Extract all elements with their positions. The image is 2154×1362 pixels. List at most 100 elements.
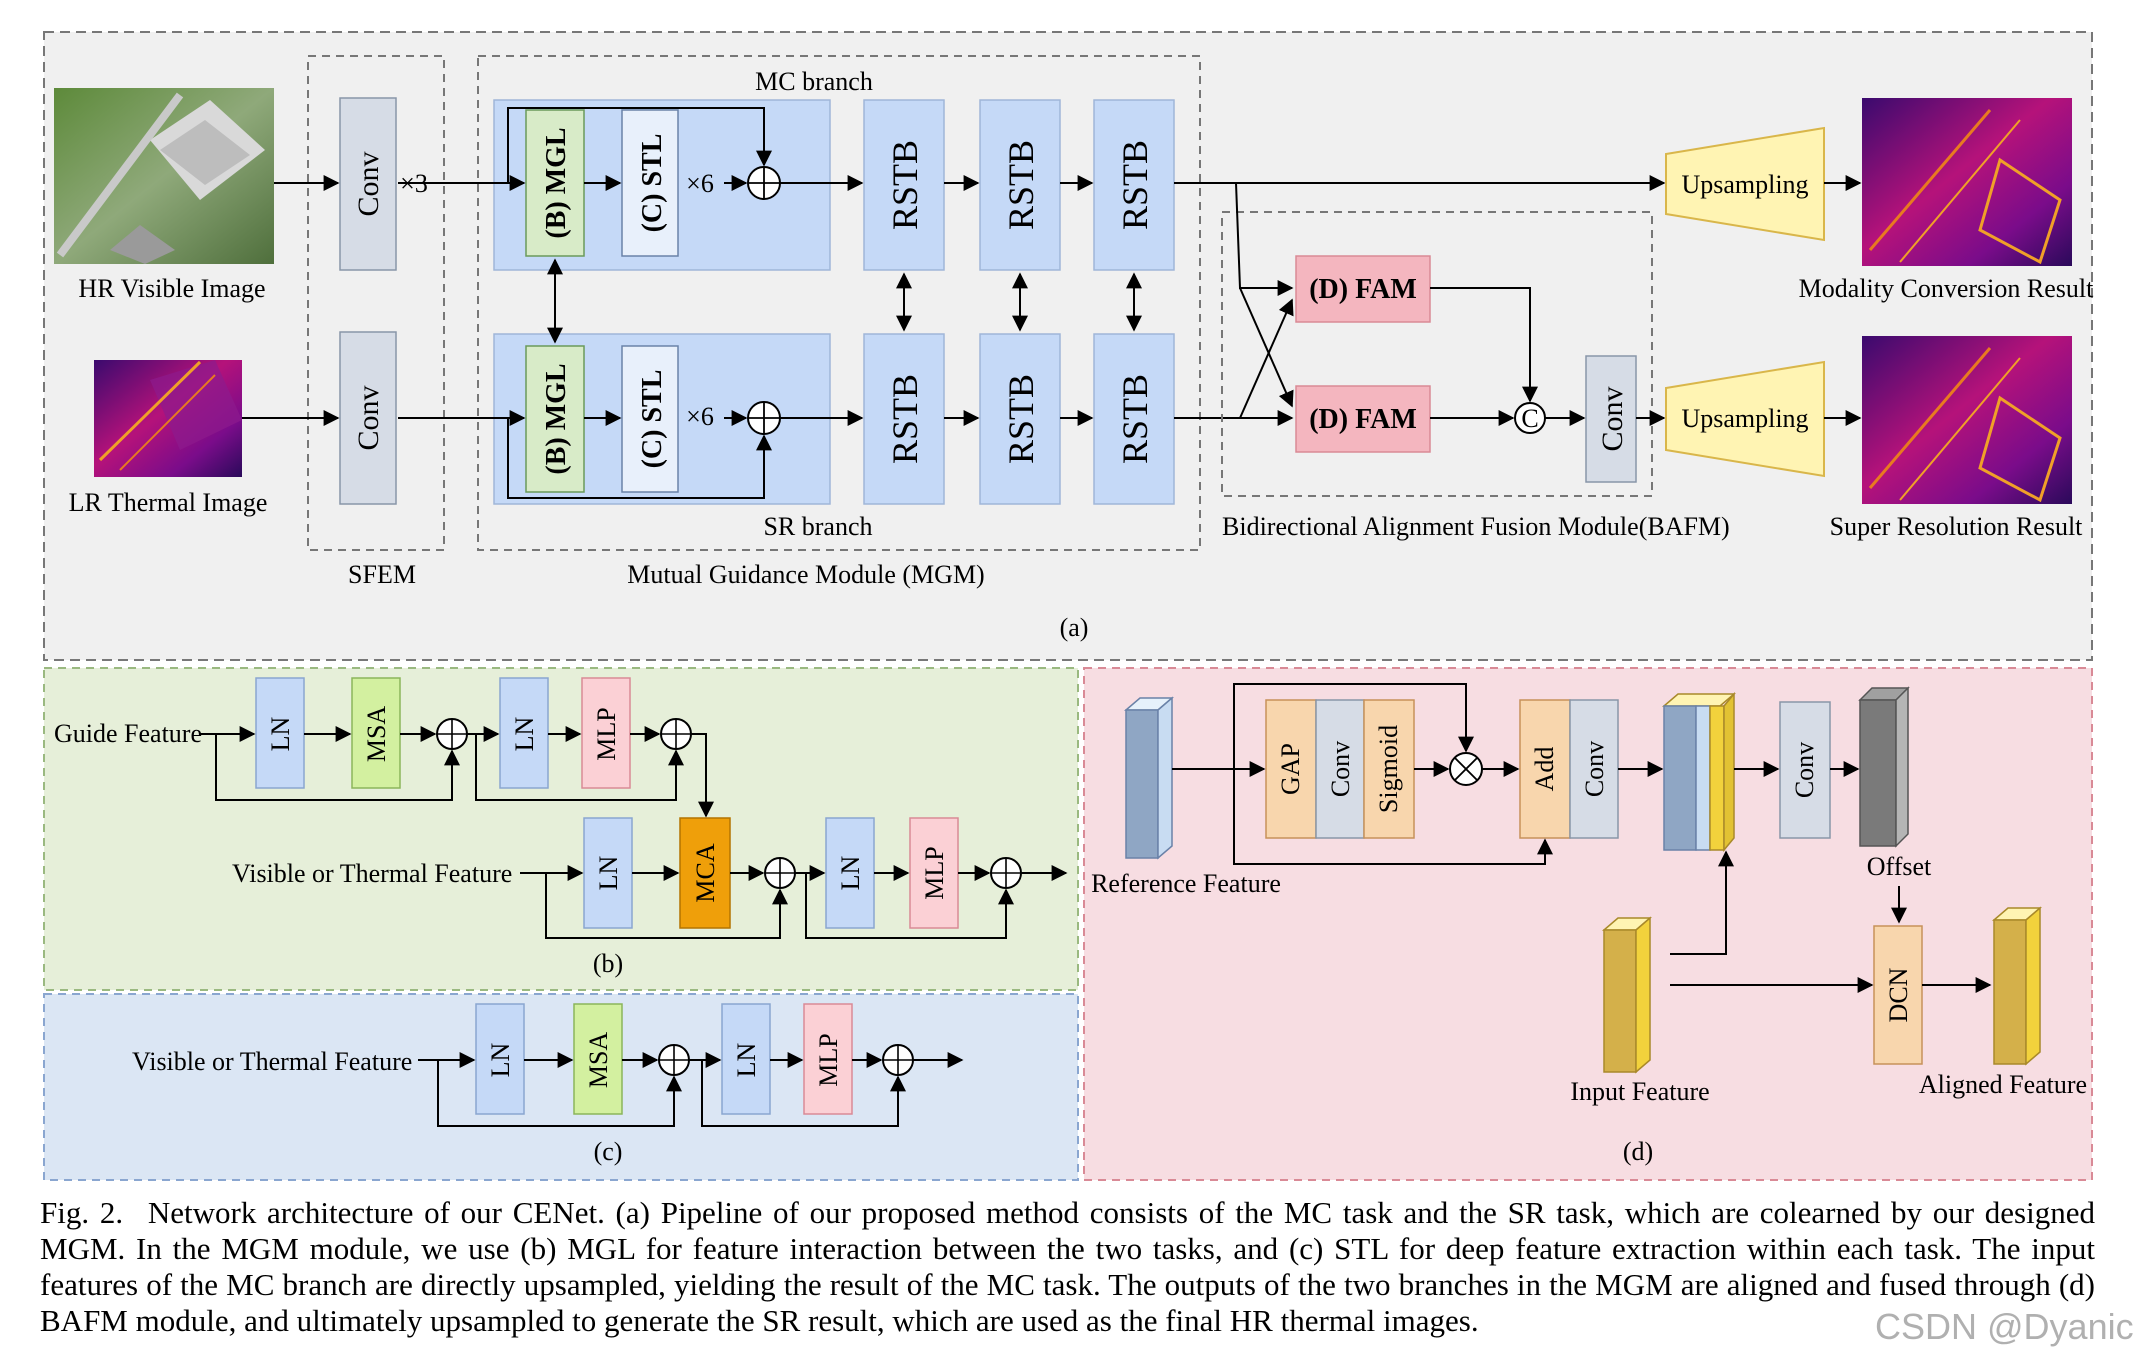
rstb-mc-3-label: RSTB [1115, 140, 1155, 230]
c-ln-2-label: LN [732, 1042, 761, 1077]
d-dcn-label: DCN [1884, 967, 1913, 1022]
c-msa-label: MSA [584, 1032, 613, 1089]
rstb-sr-3-label: RSTB [1115, 374, 1155, 464]
sfem-conv-top [339, 97, 397, 271]
panel-a: HR Visible Image LR Thermal Image Conv C… [43, 31, 2094, 661]
panel-b-label: (b) [593, 949, 623, 978]
fam-top-label: (D) FAM [1309, 274, 1417, 305]
panel-d: Reference Feature GAP Conv Sigmoid Add C… [1083, 667, 2093, 1181]
sr-stl-label: (C) STL [637, 370, 668, 469]
rstb-sr-2 [979, 333, 1061, 505]
b-ln-1-label: LN [266, 716, 295, 751]
bafm-label: Bidirectional Alignment Fusion Module(BA… [1222, 512, 1730, 541]
concat-label: C [1521, 404, 1538, 433]
sfem-conv-bottom [339, 331, 397, 505]
rstb-column-2: RSTB RSTB [979, 99, 1061, 505]
d-add-label: Add [1530, 747, 1559, 792]
d-conv-3-label: Conv [1790, 742, 1819, 798]
b-msa-label: MSA [362, 706, 391, 763]
offset-block [1858, 686, 1910, 848]
rstb-mc-3 [1093, 99, 1175, 271]
bafm-box [1221, 211, 1653, 497]
input-feature-label: Input Feature [1570, 1077, 1709, 1106]
mc-branch-label: MC branch [755, 67, 873, 96]
concatenated-feature-block [1661, 691, 1737, 853]
b-msa [351, 677, 401, 789]
c-ln-1 [475, 1003, 525, 1115]
c-visible-thermal-label: Visible or Thermal Feature [132, 1047, 412, 1076]
sr-times6-label: ×6 [686, 402, 714, 431]
rstb-column-3: RSTB RSTB [1093, 99, 1175, 505]
panel-b-background [43, 667, 1079, 991]
c-mlp-label: MLP [814, 1033, 843, 1086]
mgm-box [477, 55, 1201, 551]
sr-mgl-block [525, 345, 585, 493]
mc-mgl-block [525, 109, 585, 257]
c-ln-2 [721, 1003, 771, 1115]
sfem-conv-bottom-label: Conv [352, 385, 385, 450]
d-conv-2-label: Conv [1580, 741, 1609, 797]
fam-top [1295, 255, 1431, 323]
mc-result-label: Modality Conversion Result [1799, 274, 2094, 303]
rstb-sr-2-label: RSTB [1001, 374, 1041, 464]
d-conv-2 [1569, 699, 1619, 839]
upsampling-mc [1665, 126, 1825, 242]
hr-visible-image-label: HR Visible Image [78, 274, 265, 303]
sfem-box [307, 55, 445, 551]
b-mlp-2 [909, 817, 959, 929]
upsampling-sr [1665, 360, 1825, 478]
rstb-mc-1-label: RSTB [885, 140, 925, 230]
caption-figure-number: Fig. 2. [40, 1195, 124, 1230]
d-gap-label: GAP [1276, 743, 1305, 795]
d-sigmoid-label: Sigmoid [1374, 725, 1403, 813]
c-msa [573, 1003, 623, 1115]
panel-c-label: (c) [594, 1137, 623, 1166]
d-conv-1-label: Conv [1326, 741, 1355, 797]
mgm-label: Mutual Guidance Module (MGM) [627, 560, 984, 589]
mc-times6-label: ×6 [686, 169, 714, 198]
sfem-label: SFEM [348, 560, 416, 589]
bafm-conv-label: Conv [1596, 386, 1629, 451]
b-visible-thermal-label: Visible or Thermal Feature [232, 859, 512, 888]
b-ln-2-label: LN [510, 716, 539, 751]
sr-branch-label: SR branch [763, 512, 872, 541]
panel-c: Visible or Thermal Feature LN MSA LN MLP… [43, 993, 1079, 1181]
fam-bottom-label: (D) FAM [1309, 404, 1417, 435]
aligned-feature-block [1991, 906, 2043, 1066]
panel-c-background [43, 993, 1079, 1181]
b-ln-4-label: LN [836, 855, 865, 890]
mc-stl-label: (C) STL [637, 134, 668, 233]
b-mlp-1-label: MLP [592, 707, 621, 760]
lr-thermal-image [94, 360, 242, 477]
sr-result-label: Super Resolution Result [1830, 512, 2084, 541]
mc-result-image [1862, 98, 2072, 266]
c-ln-1-label: LN [486, 1042, 515, 1077]
d-conv-1 [1315, 699, 1365, 839]
rstb-mc-2 [979, 99, 1061, 271]
watermark: CSDN @Dyanic [1875, 1306, 2134, 1347]
rstb-sr-3 [1093, 333, 1175, 505]
sr-mgl-label: (B) MGL [541, 363, 572, 474]
b-ln-3-label: LN [594, 855, 623, 890]
rstb-sr-1-label: RSTB [885, 374, 925, 464]
rstb-sr-1 [863, 333, 945, 505]
upsampling-mc-label: Upsampling [1681, 170, 1808, 199]
d-conv-3 [1779, 701, 1831, 839]
b-mlp-2-label: MLP [920, 846, 949, 899]
guide-feature-label: Guide Feature [54, 719, 202, 748]
input-feature-block [1601, 916, 1653, 1074]
sfem-conv-top-label: Conv [352, 151, 385, 216]
rstb-mc-2-label: RSTB [1001, 140, 1041, 230]
rstb-mc-1 [863, 99, 945, 271]
fam-bottom [1295, 385, 1431, 453]
sr-stl-block [621, 345, 679, 493]
figure-caption: Fig. 2. Network architecture of our CENe… [40, 1195, 2095, 1339]
mc-mgl-label: (B) MGL [541, 127, 572, 238]
d-dcn [1873, 925, 1923, 1065]
lr-thermal-image-label: LR Thermal Image [69, 488, 268, 517]
aligned-feature-label: Aligned Feature [1919, 1070, 2087, 1099]
hr-visible-image [54, 88, 274, 264]
panel-b: Guide Feature LN MSA LN MLP Visible or T… [43, 667, 1079, 991]
caption-text: Network architecture of our CENet. (a) P… [40, 1195, 2095, 1338]
